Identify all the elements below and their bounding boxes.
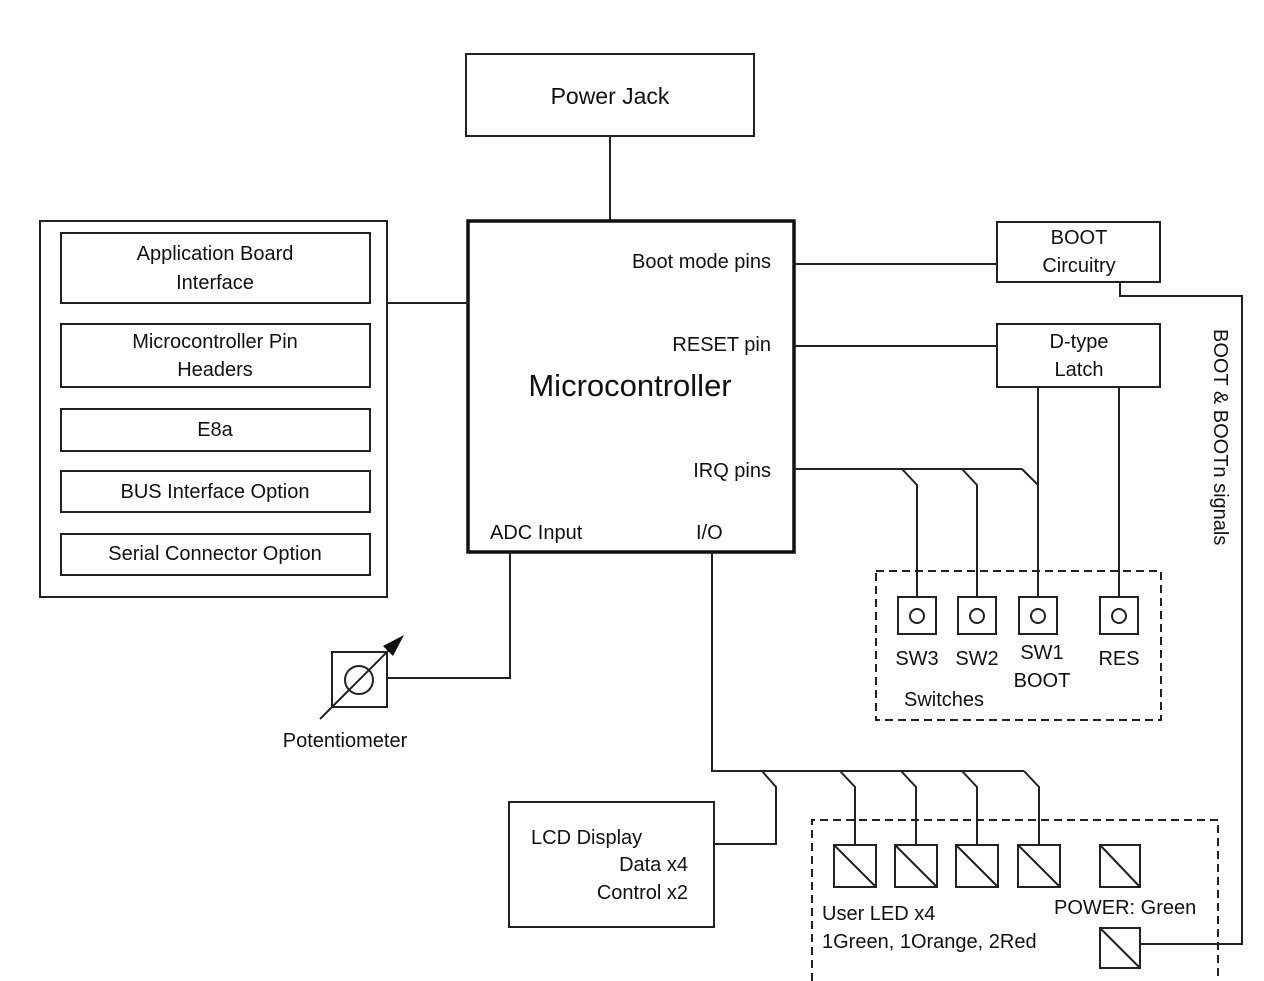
boot-circuitry-label-2: Circuitry <box>1042 255 1115 277</box>
serial-connector-box <box>60 533 371 576</box>
boot-signal-wire <box>1119 282 1243 945</box>
e8a-box <box>60 408 371 452</box>
sw1-label: SW1 <box>1020 642 1063 664</box>
potentiometer-symbol: Potentiometer <box>283 552 511 752</box>
user-led-4 <box>1017 844 1061 888</box>
boot-led <box>1099 927 1141 969</box>
irq-pins-label: IRQ pins <box>693 460 771 482</box>
sw2-switch: SW2 <box>955 596 999 670</box>
res-switch: RES <box>1098 596 1140 670</box>
latch-label-2: Latch <box>1055 359 1104 381</box>
pin-headers-box <box>60 323 371 388</box>
lcd-label-1: LCD Display <box>531 827 642 849</box>
e8a-label: E8a <box>197 419 233 441</box>
d-type-latch-block: D-type Latch <box>996 323 1161 388</box>
connector-panel: Application Board Interface Microcontrol… <box>39 220 388 598</box>
sw1-boot-label: BOOT <box>1014 670 1071 692</box>
app-board-interface-box <box>60 232 371 304</box>
user-led-3 <box>955 844 999 888</box>
boot-mode-pins-label: Boot mode pins <box>632 251 771 273</box>
sw2-label: SW2 <box>955 648 998 670</box>
power-led-label: POWER: Green <box>1054 897 1196 919</box>
lcd-label-3: Control x2 <box>597 882 688 904</box>
serial-connector-label: Serial Connector Option <box>108 543 321 565</box>
power-jack-block: Power Jack <box>465 53 755 137</box>
lcd-display-block: LCD Display Data x4 Control x2 <box>508 801 715 928</box>
boot-signals-label: BOOT & BOOTn signals <box>1209 329 1231 545</box>
app-board-label-2: Interface <box>176 272 254 294</box>
switch-group: SW3 SW2 SW1 BOOT RES Switches <box>875 570 1162 721</box>
app-board-label-1: Application Board <box>137 243 294 265</box>
reset-pin-label: RESET pin <box>672 334 771 356</box>
microcontroller-block: Microcontroller Boot mode pins RESET pin… <box>466 219 796 554</box>
boot-circuitry-label-1: BOOT <box>1051 227 1108 249</box>
io-label: I/O <box>696 522 723 544</box>
lcd-label-2: Data x4 <box>619 854 688 876</box>
pin-headers-label-2: Headers <box>177 359 253 381</box>
irq-bus <box>794 387 1120 597</box>
power-led <box>1099 844 1141 888</box>
microcontroller-title: Microcontroller <box>528 368 731 403</box>
boot-circuitry-block: BOOT Circuitry <box>996 221 1161 283</box>
pin-headers-label-1: Microcontroller Pin <box>132 331 298 353</box>
user-led-label-1: User LED x4 <box>822 903 935 925</box>
potentiometer-label: Potentiometer <box>283 730 408 752</box>
io-bus <box>711 552 1040 845</box>
sw3-label: SW3 <box>895 648 938 670</box>
led-group: User LED x4 1Green, 1Orange, 2Red POWER:… <box>811 819 1219 981</box>
sw1-switch: SW1 BOOT <box>1014 596 1071 692</box>
sw3-switch: SW3 <box>895 596 939 670</box>
bus-interface-box <box>60 470 371 513</box>
res-label: RES <box>1098 648 1139 670</box>
user-led-label-2: 1Green, 1Orange, 2Red <box>822 931 1037 953</box>
power-jack-label: Power Jack <box>551 83 670 109</box>
switches-caption: Switches <box>904 689 984 711</box>
user-led-2 <box>894 844 938 888</box>
adc-input-label: ADC Input <box>490 522 583 544</box>
bus-interface-label: BUS Interface Option <box>121 481 310 503</box>
latch-label-1: D-type <box>1050 331 1109 353</box>
user-led-1 <box>833 844 877 888</box>
